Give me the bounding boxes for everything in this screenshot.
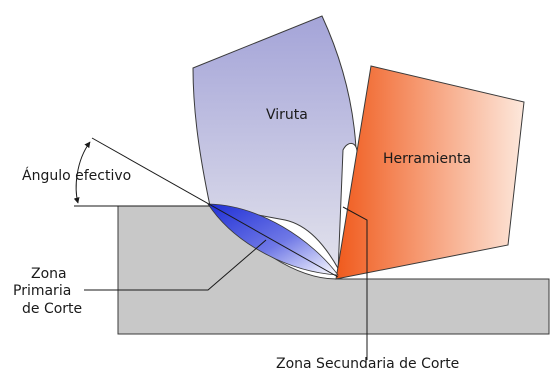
secondary-zone-leader: [342, 206, 368, 360]
chip: [192, 15, 357, 272]
shear-plane-line: [91, 137, 339, 278]
primary-zone-label-line3: de Corte: [22, 301, 83, 317]
tool: [335, 65, 525, 280]
tool-label: Herramienta: [383, 151, 472, 167]
angle-arc: [73, 141, 91, 204]
primary-zone-label-line2: Primaria: [13, 283, 72, 299]
secondary-zone-label: Zona Secundaria de Corte: [276, 356, 460, 372]
primary-zone-label-line1: Zona: [31, 266, 67, 282]
chip-label: Viruta: [266, 107, 308, 123]
primary-zone-leader: [84, 239, 267, 291]
effective-angle-label: Ángulo efectivo: [22, 168, 132, 184]
